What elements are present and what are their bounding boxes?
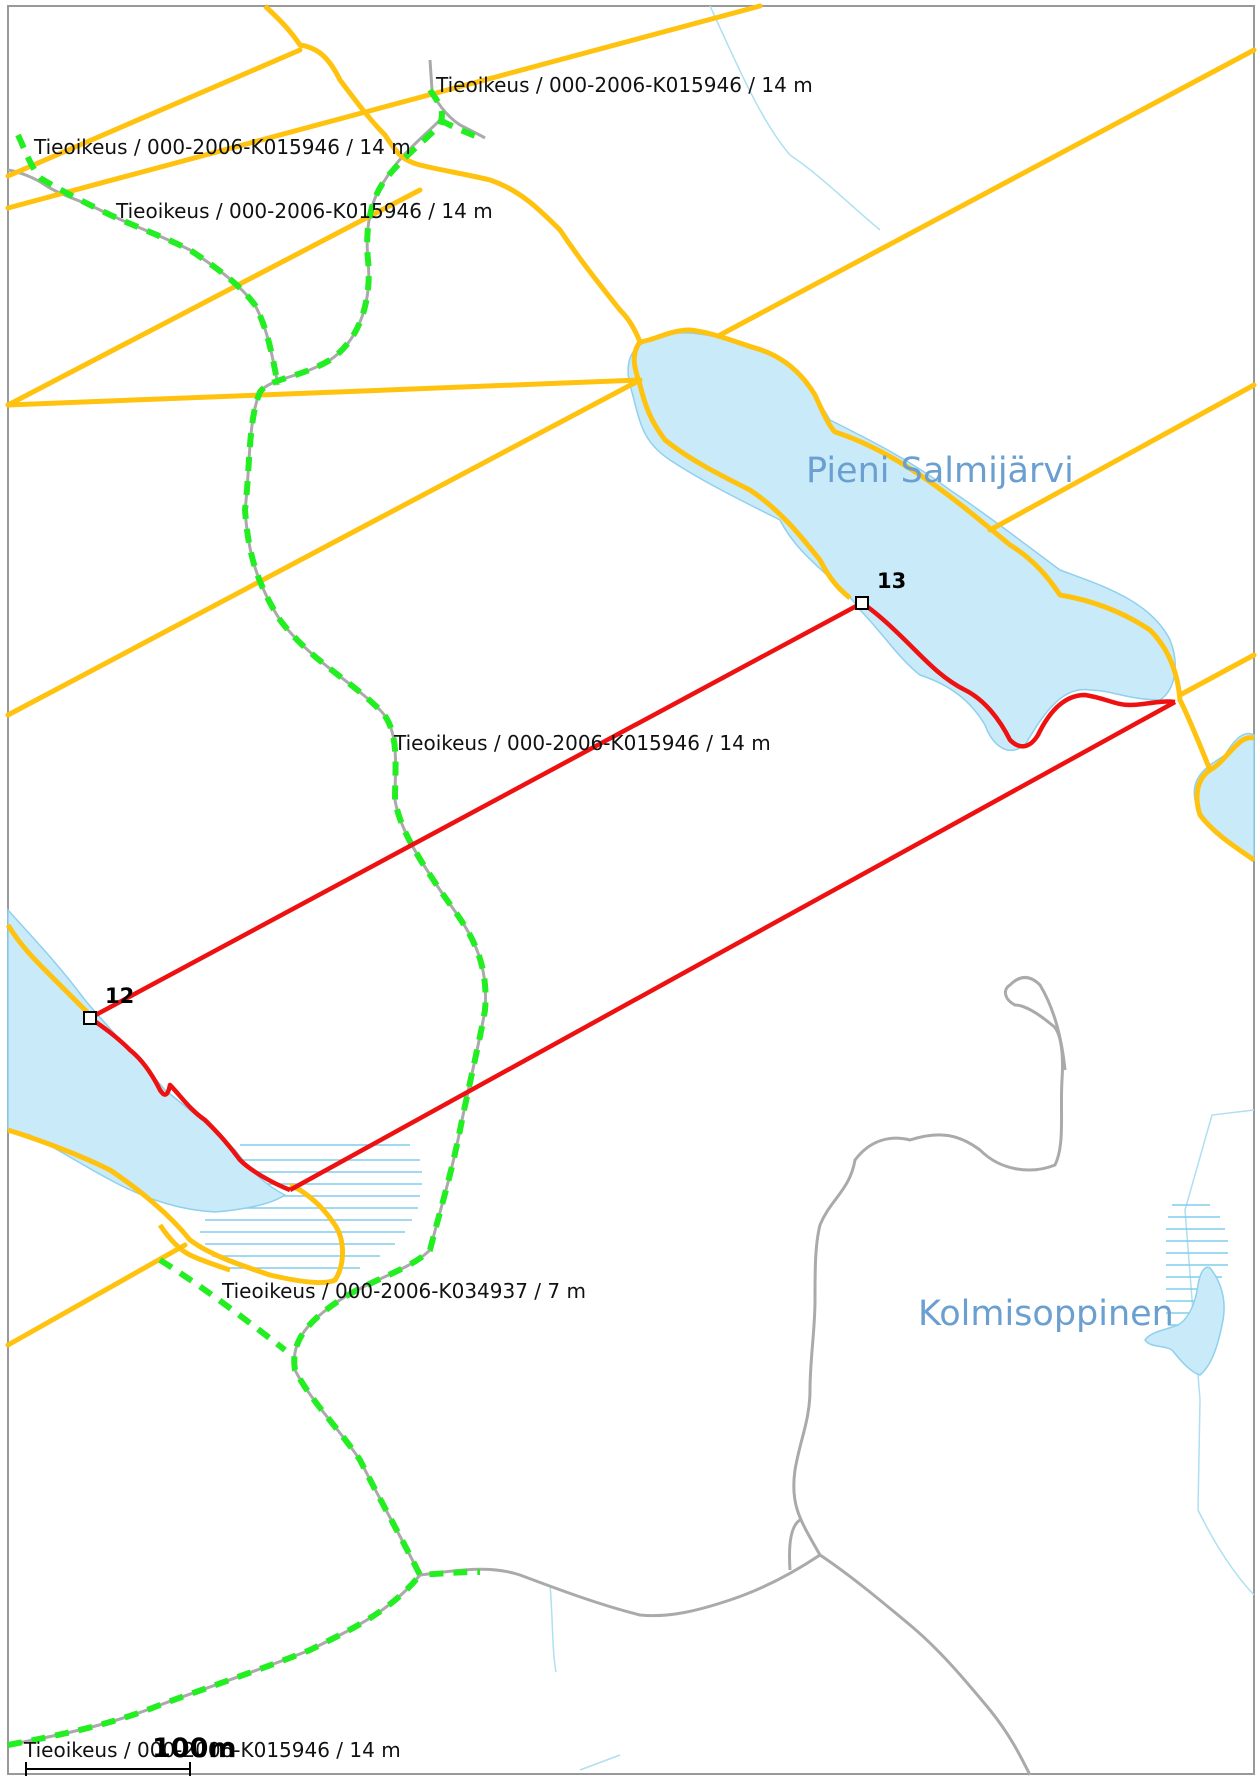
prop-line-7	[1177, 652, 1257, 698]
road-south-loop	[788, 1518, 801, 1571]
shore-boundary-north	[263, 4, 1213, 771]
easement-label-2: Tieoikeus / 000-2006-K015946 / 14 m	[33, 135, 411, 159]
easement-label-4: Tieoikeus / 000-2006-K015946 / 14 m	[393, 731, 771, 755]
shore-boundary-sw-bottom	[157, 1223, 231, 1273]
scale-bar: 100m	[25, 1733, 237, 1776]
lake-label-kolmisoppinen: Kolmisoppinen	[918, 1294, 1174, 1334]
easement-label-5: Tieoikeus / 000-2006-K034937 / 7 m	[221, 1279, 586, 1303]
prop-line-2	[5, 3, 763, 211]
road-south-branch	[819, 1553, 1032, 1776]
point-marker-13[interactable]	[855, 596, 869, 610]
parcel-outline[interactable]	[88, 601, 1177, 1193]
point-label-13: 13	[877, 569, 906, 593]
parcel-edge-lakeshore-west	[88, 1016, 291, 1193]
prop-line-3b	[5, 187, 423, 408]
prop-line-5	[5, 377, 643, 718]
shore-boundary-west	[631, 340, 852, 600]
property-shorelines	[5, 4, 1256, 1285]
water-bodies	[7, 332, 1255, 1376]
stream-north	[709, 5, 881, 231]
easement-main[interactable]	[241, 88, 489, 1579]
parcel-edge-lakeshore-east	[860, 601, 1176, 749]
point-markers	[83, 596, 869, 1025]
stream-south	[549, 1584, 557, 1673]
point-label-12: 12	[105, 984, 134, 1008]
prop-line-8	[5, 1242, 188, 1348]
map-frame	[7, 5, 1255, 1775]
easement-label-1: Tieoikeus / 000-2006-K015946 / 14 m	[435, 73, 813, 97]
lake-kolmisoppinen	[1144, 1266, 1225, 1376]
easement-southwest[interactable]	[7, 1573, 423, 1748]
road-south-east	[419, 976, 1067, 1618]
easement-south-spur[interactable]	[158, 1257, 287, 1353]
easements	[7, 88, 489, 1748]
lake-west	[7, 908, 287, 1213]
easement-west[interactable]	[15, 133, 281, 386]
easement-label-6: Tieoikeus / 000-2006-K015946 / 14 m	[23, 1738, 401, 1762]
prop-line-4	[717, 47, 1257, 338]
scale-bar-label: 100m	[152, 1733, 237, 1764]
prop-line-6	[987, 382, 1257, 533]
stream-bottom	[579, 1754, 621, 1771]
map-labels: Tieoikeus / 000-2006-K015946 / 14 m Tieo…	[23, 73, 1174, 1762]
lake-label-pieni-salmijarvi: Pieni Salmijärvi	[806, 451, 1074, 491]
easement-label-3: Tieoikeus / 000-2006-K015946 / 14 m	[115, 199, 493, 223]
shore-boundary-east-lake	[1194, 735, 1256, 863]
point-marker-12[interactable]	[83, 1011, 97, 1025]
prop-line-1	[5, 47, 303, 179]
property-lines	[5, 3, 1257, 1348]
parcel-edge-south	[288, 700, 1177, 1192]
parcel-edge-north	[88, 601, 864, 1020]
easement-northeast-spur[interactable]	[438, 117, 482, 141]
shore-boundary-sw	[5, 923, 345, 1285]
prop-line-3	[5, 377, 643, 408]
lake-pieni-salmijarvi	[627, 332, 1176, 752]
